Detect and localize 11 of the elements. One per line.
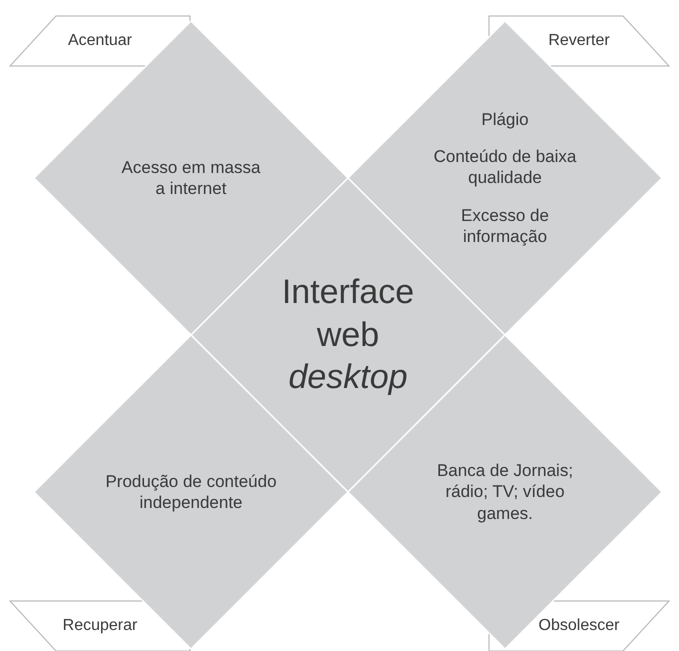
diamond-text: Banca de Jornais; rádio; TV; vídeo games. [436, 460, 574, 524]
tab-label: Obsolescer [538, 616, 620, 636]
tab-label: Recuperar [62, 616, 138, 636]
diamond-text: Produção de conteúdo independente [104, 470, 278, 514]
tab-label: Reverter [548, 31, 610, 51]
diamond-text: Conteúdo de baixa qualidade [432, 146, 578, 189]
tab-label: Acentuar [68, 31, 132, 51]
diamond-text: Plágio [481, 108, 529, 130]
diamond-text: Excesso de informação [460, 204, 550, 248]
center-title: Interface web desktop [280, 272, 416, 398]
diamond-text: Acesso em massa a internet [120, 156, 262, 200]
